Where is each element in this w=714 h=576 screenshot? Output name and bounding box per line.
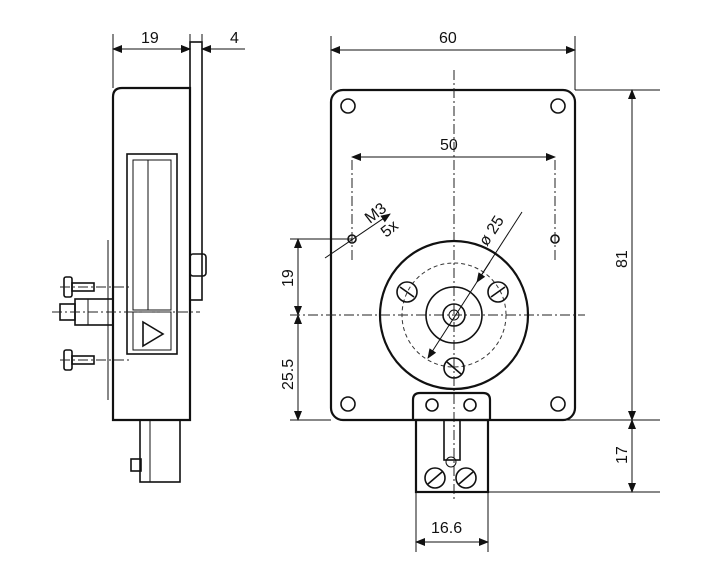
rotor-screw — [443, 357, 465, 379]
thread-count: 5x — [378, 217, 402, 241]
corner-hole — [550, 98, 566, 114]
side-window — [126, 153, 178, 355]
dim-line-diameter — [427, 211, 523, 359]
rotor-disc — [378, 239, 530, 391]
side-body — [111, 86, 192, 422]
side-knob — [189, 253, 207, 277]
dim-upper-offset: 19 — [280, 269, 297, 287]
side-mounting-plate — [189, 41, 203, 301]
leader-m3 — [324, 213, 391, 259]
side-connector — [139, 419, 181, 483]
dim-connector-height: 17 — [614, 446, 631, 464]
dim-height: 81 — [614, 250, 631, 268]
dim-side-width: 19 — [141, 30, 159, 47]
side-view: 19 4 — [52, 30, 245, 483]
dim-hole-spacing: 50 — [440, 137, 458, 154]
connector-screw — [424, 467, 446, 489]
connector-base — [411, 391, 492, 420]
corner-hole — [340, 396, 356, 412]
dim-lower-offset: 25.5 — [280, 359, 297, 390]
connector-screw — [455, 467, 477, 489]
front-view: 60 50 81 17 19 25.5 16.6 ø 25 M3 5x — [280, 30, 660, 552]
play-triangle-icon — [142, 320, 165, 348]
connector-body — [414, 418, 490, 494]
corner-hole — [550, 396, 566, 412]
dim-width: 60 — [439, 30, 457, 47]
corner-hole — [340, 98, 356, 114]
dim-diameter: ø 25 — [476, 213, 508, 249]
dim-connector-width: 16.6 — [431, 520, 462, 537]
rotor-screw — [487, 281, 509, 303]
rotor-screw — [396, 281, 418, 303]
dim-side-plate: 4 — [230, 30, 239, 47]
